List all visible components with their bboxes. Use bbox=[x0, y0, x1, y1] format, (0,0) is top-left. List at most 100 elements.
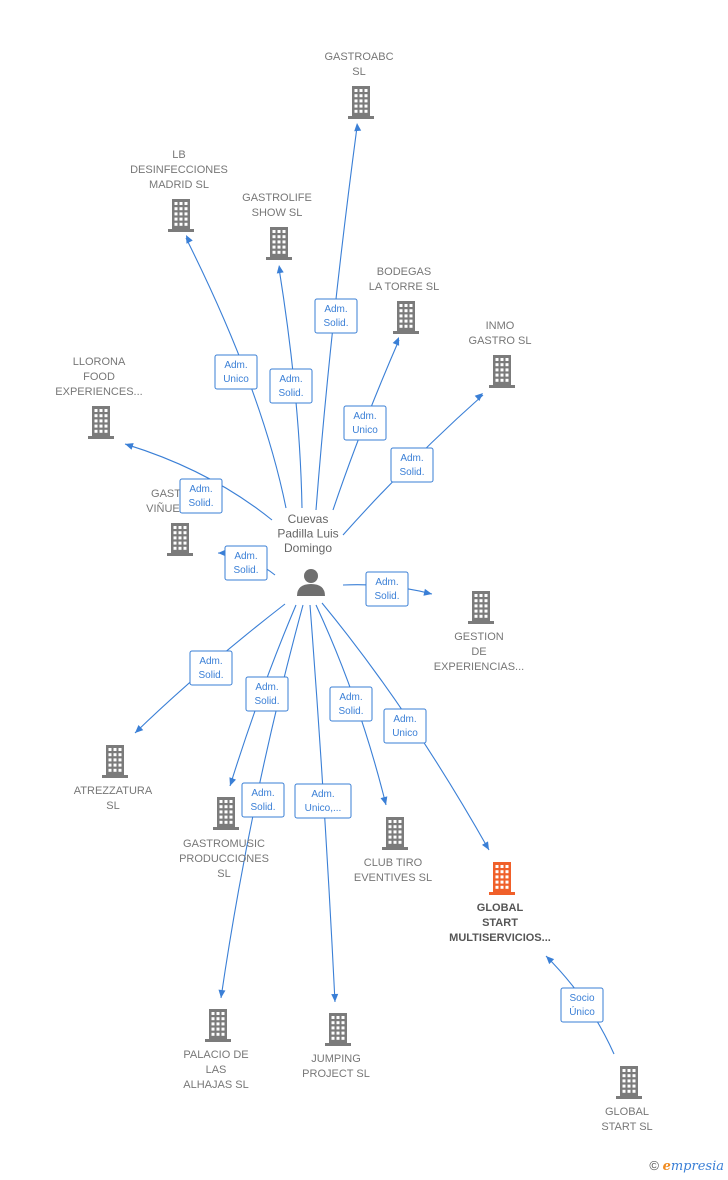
edge-label-line: Unico bbox=[352, 425, 378, 436]
global-start-multiservicios-label-line: MULTISERVICIOS... bbox=[449, 932, 551, 944]
atrezzatura-label-line: SL bbox=[106, 800, 119, 812]
gastrolife-label-line: GASTROLIFE bbox=[242, 192, 312, 204]
edge-label-line: Adm. bbox=[339, 692, 362, 703]
gestion-experiencias-label-line: DE bbox=[471, 646, 486, 658]
arrowhead-icon bbox=[546, 956, 555, 965]
edge-label-line: Solid. bbox=[399, 467, 424, 478]
edge-label-line: Unico bbox=[223, 374, 249, 385]
palacio-alhajas-building-icon[interactable] bbox=[205, 1009, 231, 1042]
edge-label-line: Adm. bbox=[255, 682, 278, 693]
person-icon[interactable] bbox=[297, 569, 325, 596]
lb-desinfecciones-label: LB DESINFECCIONES MADRID SL bbox=[130, 149, 228, 191]
inmo-gastro-label-line: INMO bbox=[486, 320, 515, 332]
edge-label-inmo-gastro[interactable]: Adm.Solid. bbox=[390, 447, 434, 483]
edge-label-line: Solid. bbox=[278, 388, 303, 399]
bodegas-la-torre-building-icon[interactable] bbox=[393, 301, 419, 334]
edge-label-line: Socio bbox=[569, 993, 594, 1004]
inmo-gastro-label-line: GASTRO SL bbox=[469, 335, 532, 347]
edge-label-line: Adm. bbox=[199, 656, 222, 667]
global-start-multiservicios-building-icon[interactable] bbox=[489, 862, 515, 895]
edge-label-text: Adm.Solid. bbox=[323, 304, 348, 329]
arrowhead-icon bbox=[354, 123, 362, 132]
edge-label-lb-desinfecciones[interactable]: Adm.Unico bbox=[214, 354, 258, 390]
gastrolife-building-icon[interactable] bbox=[266, 227, 292, 260]
edge-label-palacio-alhajas[interactable]: Adm.Solid. bbox=[241, 782, 285, 818]
edge-line-llorona bbox=[124, 443, 273, 521]
edge-label-gastroabc[interactable]: Adm.Solid. bbox=[314, 298, 358, 334]
edge-label-bodegas-la-torre[interactable]: Adm. Unico bbox=[343, 405, 387, 441]
edge-label-line: Solid. bbox=[254, 696, 279, 707]
inmo-gastro-label: INMO GASTRO SL bbox=[469, 320, 532, 347]
lb-desinfecciones-label-line: MADRID SL bbox=[149, 179, 209, 191]
edge-label-global-start-multiservicios[interactable]: Adm.Unico bbox=[383, 708, 427, 744]
edge-label-jumping-project[interactable]: Adm.Unico,... bbox=[294, 783, 352, 819]
edge-label-text: Adm.Solid. bbox=[338, 692, 363, 717]
edge-label-line: Único bbox=[569, 1005, 595, 1018]
edge-label-atrezzatura[interactable]: Adm.Solid. bbox=[189, 650, 233, 686]
lb-desinfecciones-building-icon[interactable] bbox=[168, 199, 194, 232]
arrowhead-icon bbox=[380, 796, 388, 805]
edge-label-text: Adm.Unico bbox=[223, 360, 249, 385]
edge-label-line: Adm. bbox=[353, 411, 376, 422]
lb-desinfecciones-label-line: LB bbox=[172, 149, 185, 161]
edge-label-line: Solid. bbox=[374, 591, 399, 602]
edge-label-line: Adm. bbox=[251, 788, 274, 799]
arrowhead-icon bbox=[423, 588, 432, 596]
inmo-gastro-building-icon[interactable] bbox=[489, 355, 515, 388]
gastroabc-label-line: SL bbox=[352, 66, 365, 78]
gestion-experiencias-label-line: GESTION bbox=[454, 631, 504, 643]
edge-label-club-tiro[interactable]: Adm.Solid. bbox=[329, 686, 373, 722]
global-start-multiservicios-label-line: START bbox=[482, 917, 518, 929]
lb-desinfecciones-label-line: DESINFECCIONES bbox=[130, 164, 228, 176]
person-name-line: Padilla Luis bbox=[277, 527, 338, 541]
gastro-vinuelas-label-line: VIÑUEL bbox=[146, 502, 186, 515]
gastroabc-label: GASTROABC SL bbox=[324, 51, 393, 78]
edge-label-text: Adm. Solid. bbox=[233, 551, 258, 576]
gastromusic-label-line: SL bbox=[217, 868, 230, 880]
edge-label-line: Solid. bbox=[233, 565, 258, 576]
gestion-experiencias-label: GESTION DE EXPERIENCIAS... bbox=[434, 631, 524, 673]
global-start-building-icon[interactable] bbox=[616, 1066, 642, 1099]
edge-label-line: Adm. bbox=[311, 789, 334, 800]
edge-label-line: Adm. bbox=[234, 551, 257, 562]
edge-label-llorona[interactable]: Adm.Solid. bbox=[179, 478, 223, 514]
gestion-experiencias-building-icon[interactable] bbox=[468, 591, 494, 624]
llorona-building-icon[interactable] bbox=[88, 406, 114, 439]
atrezzatura-label-line: ATREZZATURA bbox=[74, 785, 153, 797]
arrowhead-icon bbox=[218, 549, 226, 557]
edge-label-gastromusic[interactable]: Adm. Solid. bbox=[245, 676, 289, 712]
edge-label-gastro-vinuelas[interactable]: Adm. Solid. bbox=[224, 545, 268, 581]
edge-label-text: Adm.Unico,... bbox=[305, 789, 342, 814]
empresia-logo[interactable]: empresia bbox=[662, 1159, 724, 1174]
gastromusic-building-icon[interactable] bbox=[213, 797, 239, 830]
edge-label-line: Solid. bbox=[323, 318, 348, 329]
edge-label-gestion-experiencias[interactable]: Adm.Solid. bbox=[365, 571, 409, 607]
gastroabc-building-icon[interactable] bbox=[348, 86, 374, 119]
palacio-alhajas-label-line: PALACIO DE bbox=[183, 1049, 248, 1061]
gastro-vinuelas-building-icon[interactable] bbox=[167, 523, 193, 556]
gastromusic-label-line: PRODUCCIONES bbox=[179, 853, 269, 865]
arrowhead-icon bbox=[125, 443, 134, 450]
edge-label-text: Adm.Solid. bbox=[198, 656, 223, 681]
llorona-label-line: LLORONA bbox=[73, 356, 126, 368]
jumping-project-building-icon[interactable] bbox=[325, 1013, 351, 1046]
gastromusic-label: GASTROMUSIC PRODUCCIONES SL bbox=[179, 838, 269, 880]
edge-label-line: Adm. bbox=[279, 374, 302, 385]
palacio-alhajas-label-line: LAS bbox=[206, 1064, 227, 1076]
gestion-experiencias-label-line: EXPERIENCIAS... bbox=[434, 661, 524, 673]
edge-label-gastrolife[interactable]: Adm. Solid. bbox=[269, 368, 313, 404]
jumping-project-label-line: PROJECT SL bbox=[302, 1068, 370, 1080]
gastromusic-label-line: GASTROMUSIC bbox=[183, 838, 265, 850]
edge-label-text: Adm.Solid. bbox=[399, 453, 424, 478]
person-name-line: Cuevas bbox=[288, 512, 329, 526]
club-tiro-building-icon[interactable] bbox=[382, 817, 408, 850]
arrowhead-icon bbox=[392, 337, 400, 346]
edge-label-line: Adm. bbox=[189, 484, 212, 495]
atrezzatura-building-icon[interactable] bbox=[102, 745, 128, 778]
copyright-symbol: © bbox=[649, 1158, 659, 1173]
gastroabc-label-line: GASTROABC bbox=[324, 51, 393, 63]
